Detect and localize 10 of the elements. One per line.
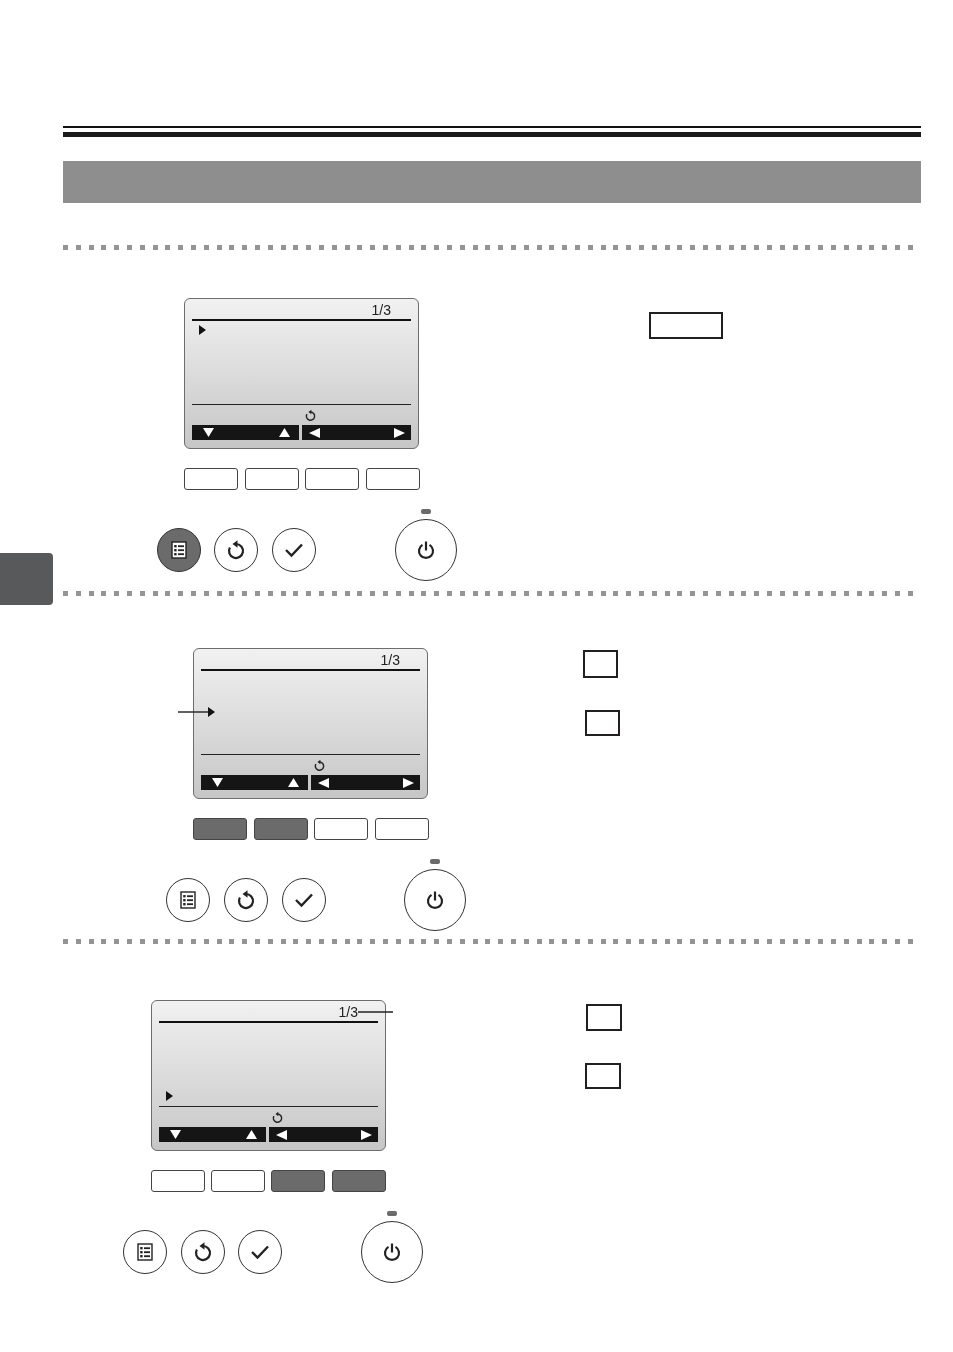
lcd-screen [184,298,419,449]
cursor-icon [208,707,215,717]
page-number: 1/3 [371,303,391,317]
leader-line [177,711,209,713]
page-number: 1/3 [380,653,400,667]
lcd-screen [151,1000,386,1151]
lcd-screen [193,648,428,799]
heading-band [63,161,921,203]
page-number: 1/3 [338,1005,358,1019]
leader-line [357,1011,394,1013]
